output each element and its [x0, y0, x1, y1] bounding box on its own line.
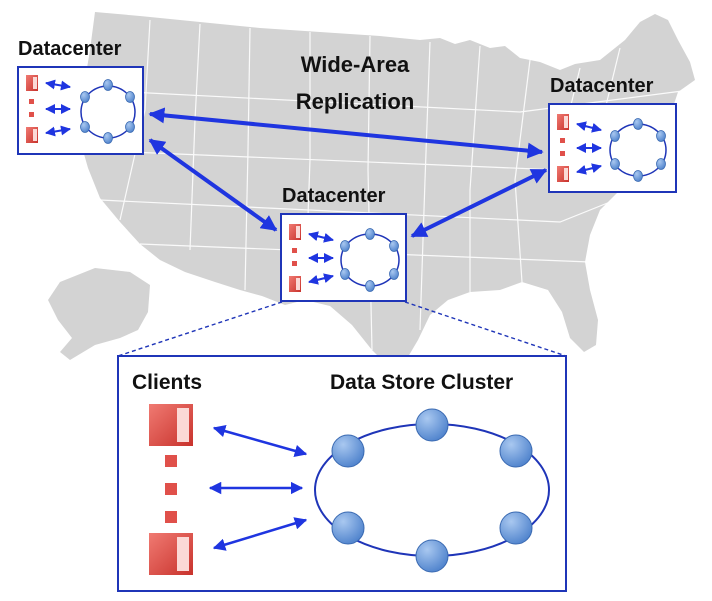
datacenter-frame — [280, 213, 407, 302]
datacenter-west-label: Datacenter — [18, 38, 122, 60]
node-icon — [499, 511, 533, 545]
node-icon — [656, 130, 666, 142]
node-icon — [365, 280, 375, 292]
client-link-arrow — [212, 517, 308, 551]
node-icon — [633, 118, 643, 130]
node-icon — [365, 228, 375, 240]
client-ellipsis-dot — [165, 483, 177, 495]
client-ellipsis-dot — [165, 511, 177, 523]
node-icon — [415, 539, 449, 573]
node-icon — [125, 121, 135, 133]
client-link-arrow — [212, 425, 308, 457]
node-icon — [415, 408, 449, 442]
client-ellipsis-dot — [165, 455, 177, 467]
node-icon — [389, 240, 399, 252]
datacenter-east — [548, 103, 677, 193]
datacenter-central — [280, 213, 407, 302]
replication-label-line1: Wide-Area — [300, 52, 410, 77]
datacenter-west — [17, 66, 144, 155]
node-icon — [610, 158, 620, 170]
arrow-west-central — [148, 138, 278, 232]
detail-panel — [117, 355, 567, 592]
node-icon — [340, 268, 350, 280]
alaska-shape — [48, 268, 150, 360]
node-icon — [499, 434, 533, 468]
node-icon — [103, 79, 113, 91]
node-icon — [633, 170, 643, 182]
node-icon — [125, 91, 135, 103]
node-icon — [389, 268, 399, 280]
node-icon — [656, 158, 666, 170]
arrow-central-east — [410, 168, 548, 238]
replication-arrows — [148, 107, 548, 238]
node-icon — [331, 511, 365, 545]
node-icon — [80, 91, 90, 103]
datacenter-central-label: Datacenter — [282, 185, 386, 207]
datacenter-frame — [548, 103, 677, 193]
clients-label: Clients — [132, 371, 203, 394]
node-icon — [331, 434, 365, 468]
node-icon — [80, 121, 90, 133]
node-icon — [610, 130, 620, 142]
zoom-guides — [117, 301, 567, 357]
datacenter-east-label: Datacenter — [550, 75, 654, 97]
node-icon — [103, 132, 113, 144]
arrow-west-east — [148, 107, 544, 159]
node-icon — [340, 240, 350, 252]
us-mainland-shape — [78, 12, 695, 368]
cluster-label: Data Store Cluster — [330, 371, 514, 394]
replication-label-line2: Replication — [295, 89, 415, 114]
